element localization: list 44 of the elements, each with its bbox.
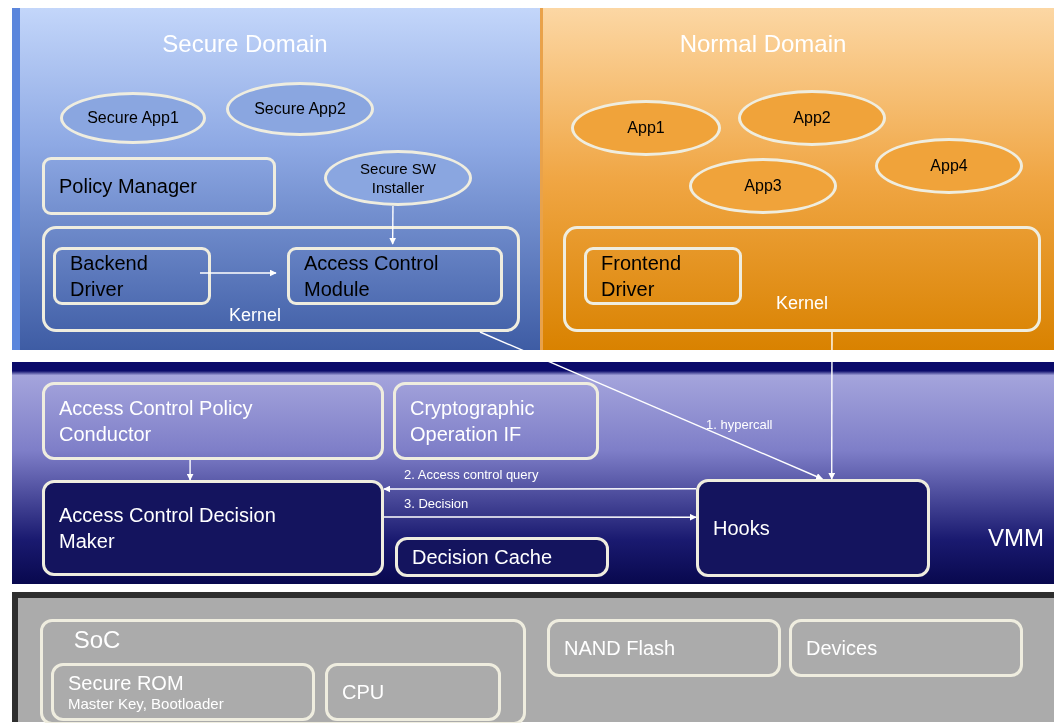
app-ellipse: App2	[738, 90, 886, 146]
panel-title: Secure Domain	[161, 30, 329, 59]
kernel-box	[563, 226, 1041, 332]
arrow	[383, 485, 697, 493]
module-box	[40, 619, 526, 723]
module-box: Hooks	[696, 479, 930, 577]
module-box: Access Control Decision Maker	[42, 480, 384, 576]
panel-title: VMM	[987, 524, 1045, 553]
module-box: Access Control Module	[287, 247, 503, 305]
arrow	[389, 205, 397, 245]
module-box: Decision Cache	[395, 537, 609, 577]
module-box: Policy Manager	[42, 157, 276, 215]
kernel-box	[42, 226, 520, 332]
module-box: Devices	[789, 619, 1023, 677]
domain-panel	[12, 8, 540, 350]
module-box: Backend Driver	[53, 247, 211, 305]
app-ellipse: App1	[571, 100, 721, 156]
edge-label: 3. Decision	[404, 496, 469, 512]
hardware-layer-panel	[12, 592, 1054, 722]
panel-title: Normal Domain	[678, 30, 848, 59]
edge-label: 1. hypercall	[706, 417, 773, 433]
module-box: CPU	[325, 663, 501, 721]
module-box: NAND Flash	[547, 619, 781, 677]
kernel-label: Kernel	[775, 293, 829, 315]
module-box: Cryptographic Operation IF	[393, 382, 599, 460]
app-ellipse: Secure App1	[60, 92, 206, 144]
arrow	[383, 513, 697, 521]
edge-label: 2. Access control query	[404, 467, 539, 483]
box-heading: Secure ROM	[68, 671, 185, 695]
app-ellipse: App4	[875, 138, 1023, 194]
box-subtext: Master Key, Bootloader	[68, 695, 225, 713]
vmm-layer-panel	[12, 362, 1054, 584]
arrow	[199, 269, 277, 277]
module-box: Frontend Driver	[584, 247, 742, 305]
module-box: Access Control Policy Conductor	[42, 382, 384, 460]
app-ellipse: Secure App2	[226, 82, 374, 136]
domain-panel	[540, 8, 1054, 350]
module-box	[51, 663, 315, 721]
arrow	[828, 331, 836, 480]
kernel-label: Kernel	[228, 305, 282, 327]
arrow	[186, 459, 194, 481]
panel-title: SoC	[72, 626, 122, 655]
app-ellipse: App3	[689, 158, 837, 214]
app-ellipse: Secure SW Installer	[324, 150, 472, 206]
